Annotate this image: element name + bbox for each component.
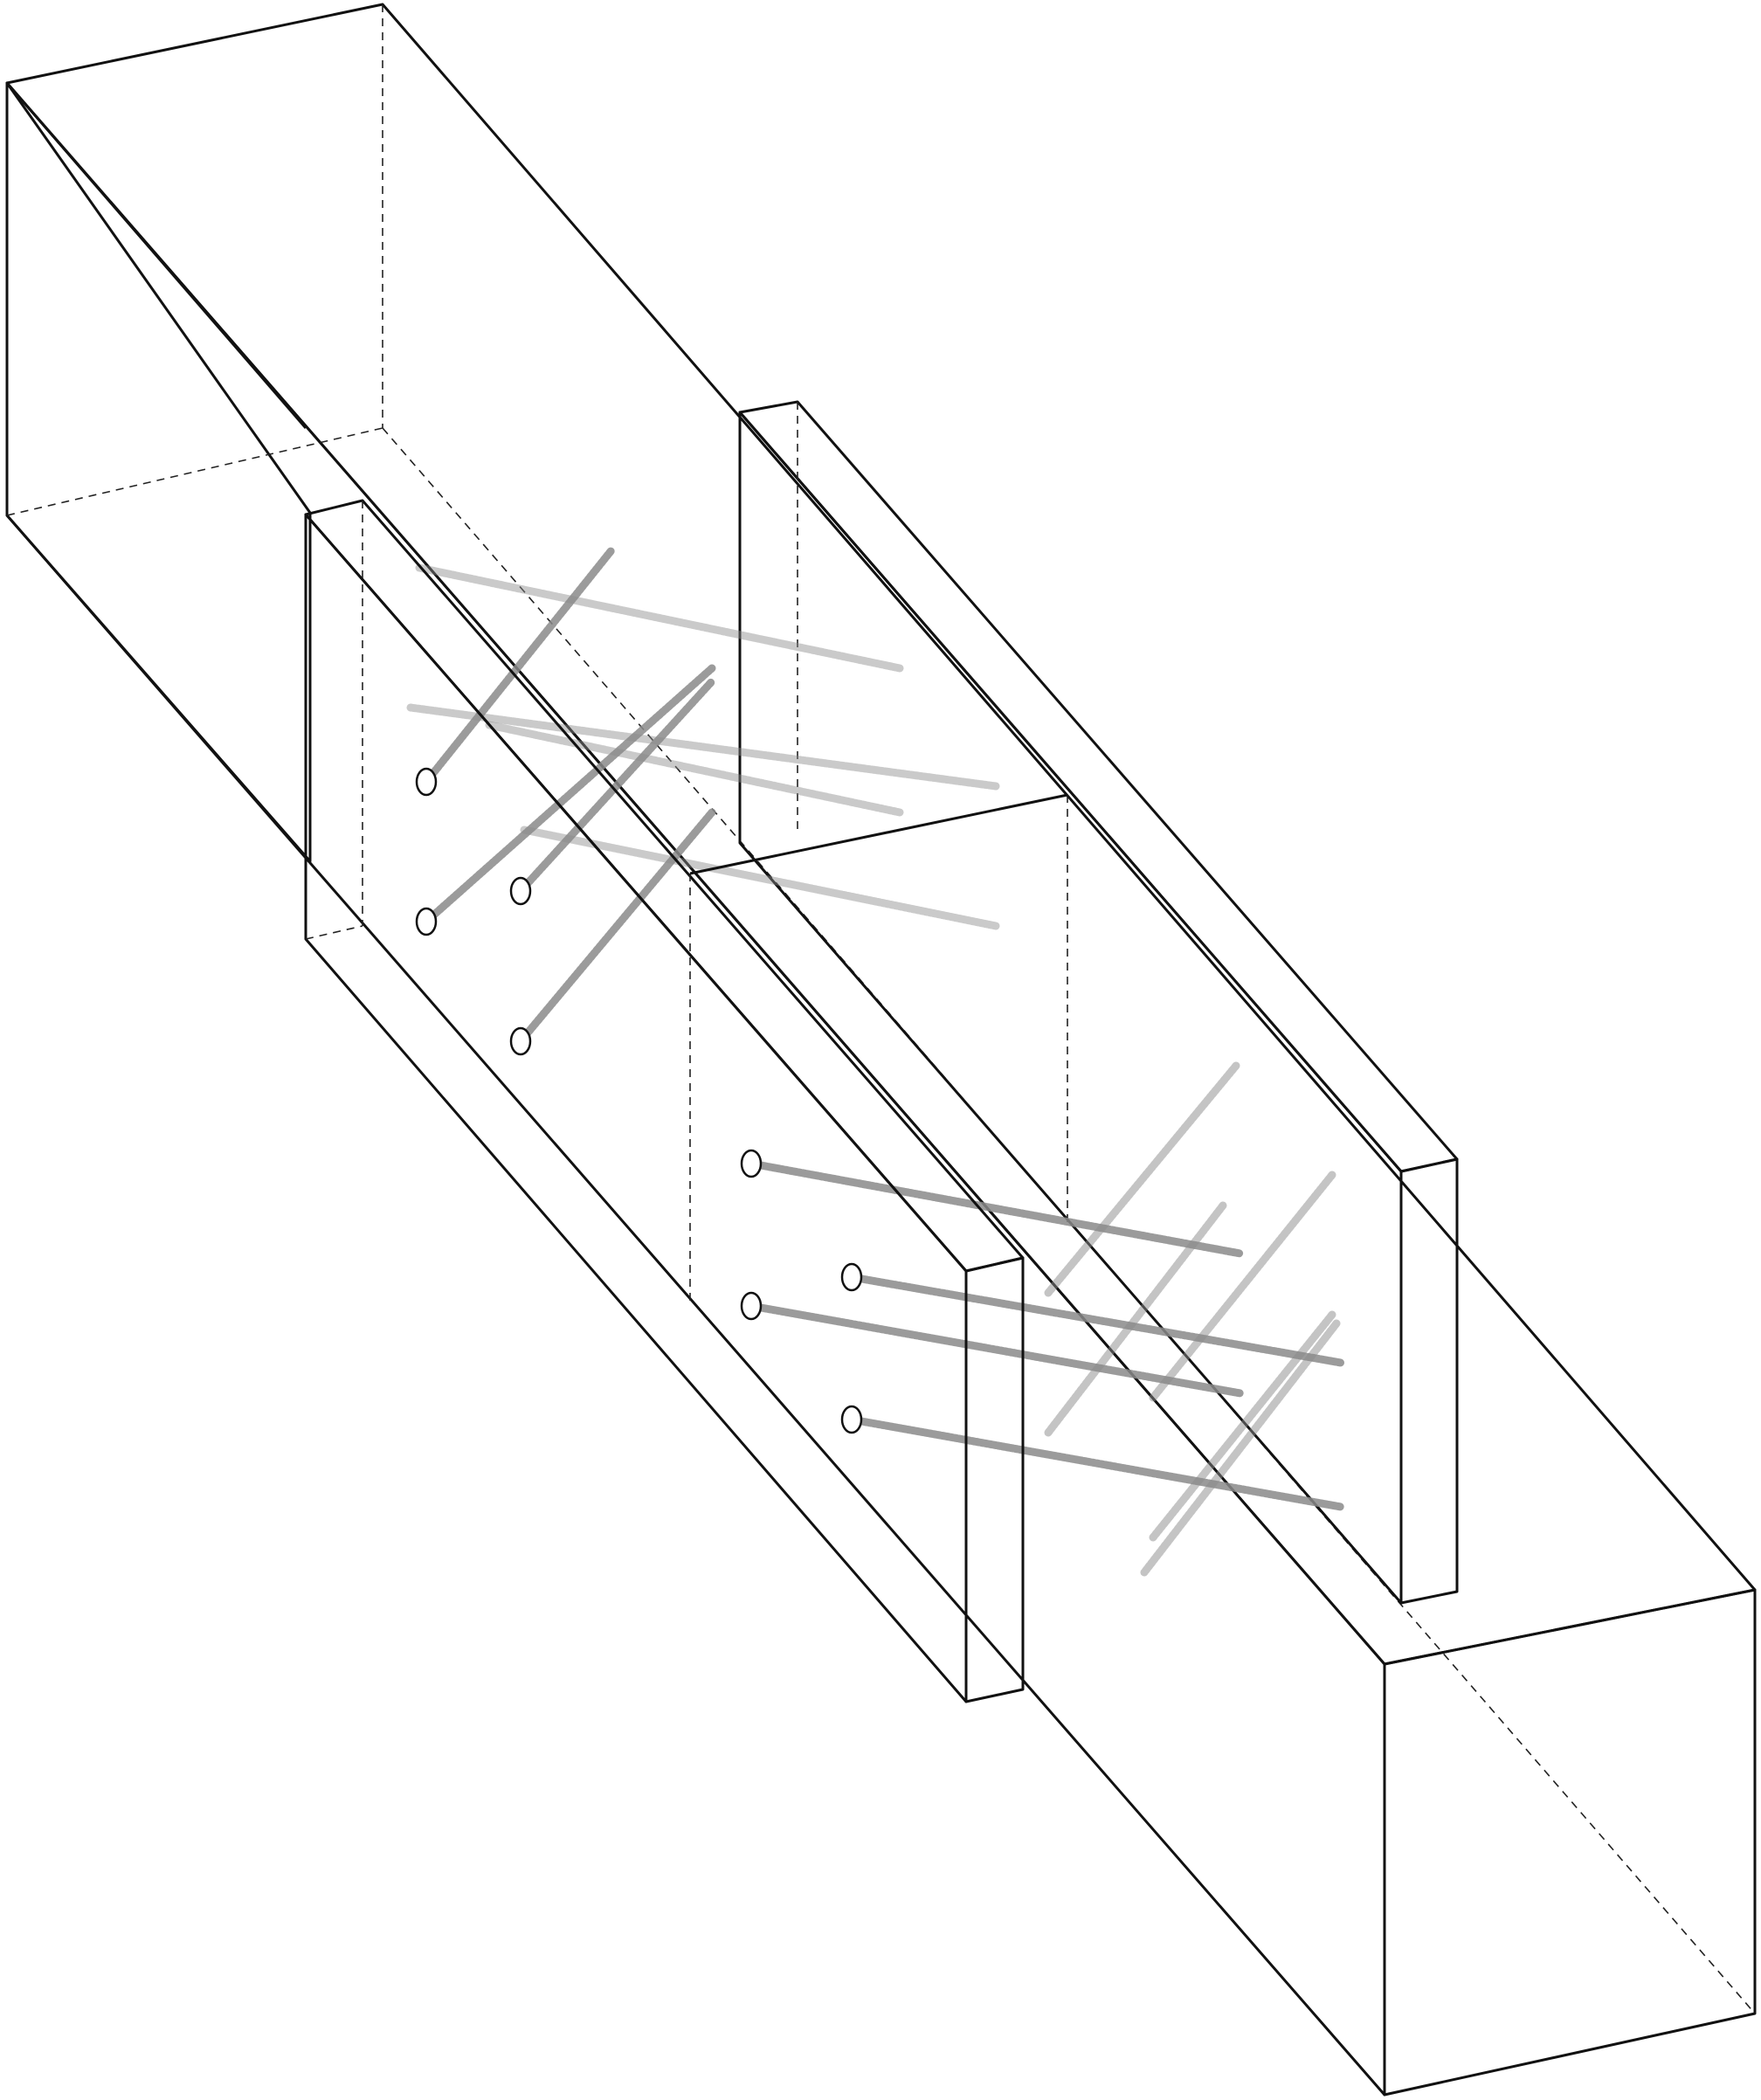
front-plate-end-edge — [964, 1256, 1025, 1703]
back-plate-end-edge — [1399, 1157, 1459, 1605]
screw-shank-diag-back-0 — [1044, 1061, 1240, 1297]
screw-shank-lower-front-1 — [847, 1273, 1345, 1367]
screw-shank-upper-back-1 — [406, 703, 1000, 791]
screw-shank-diag-front-2 — [516, 677, 716, 895]
beam-top-ridge-line — [5, 82, 307, 429]
front-plate-mid-joint-line — [689, 793, 1068, 875]
beam-right-end-face — [1383, 1588, 1757, 2097]
screw-shank-lower-front-3 — [847, 1415, 1345, 1511]
screw-shank-diag-front-1 — [422, 664, 716, 926]
screw-head-front-6 — [740, 1291, 763, 1321]
self-tapping-screws — [406, 546, 1345, 1577]
front-plate-face — [304, 513, 968, 1703]
screw-shank-diag-front-3 — [516, 808, 716, 1046]
beam-hidden-back-bottom — [6, 427, 383, 516]
back-plate-face — [738, 411, 1403, 1605]
screw-shank-upper-back-3 — [520, 825, 1000, 930]
screw-shank-lower-front-0 — [747, 1159, 1245, 1258]
steel-side-plate-front — [304, 499, 1068, 1703]
wood-beam — [5, 3, 1757, 2097]
front-plate-hidden-bottom — [305, 925, 363, 940]
screw-head-front-2 — [509, 876, 532, 906]
screw-head-front-7 — [840, 1405, 863, 1434]
screw-shank-diag-back-1 — [1044, 1201, 1227, 1437]
screw-head-front-4 — [740, 1149, 763, 1178]
screw-head-front-3 — [509, 1026, 532, 1056]
screw-heads-front — [415, 767, 863, 1434]
screw-shank-lower-front-2 — [747, 1302, 1245, 1398]
screw-shank-upper-back-0 — [415, 563, 904, 673]
screw-shank-upper-back-2 — [485, 721, 904, 817]
screw-head-front-0 — [415, 767, 438, 797]
screw-shank-diag-front-0 — [422, 546, 616, 786]
steel-side-plate-back — [738, 400, 1459, 1605]
screw-shank-diag-back-3 — [1149, 1310, 1336, 1542]
screw-head-front-5 — [840, 1262, 863, 1292]
beam-side-face — [5, 81, 1386, 2097]
beam-left-end-face — [5, 81, 312, 863]
screw-shank-diag-back-4 — [1140, 1319, 1341, 1577]
screw-shank-diag-back-2 — [1149, 1171, 1336, 1402]
screw-head-front-1 — [415, 907, 438, 936]
